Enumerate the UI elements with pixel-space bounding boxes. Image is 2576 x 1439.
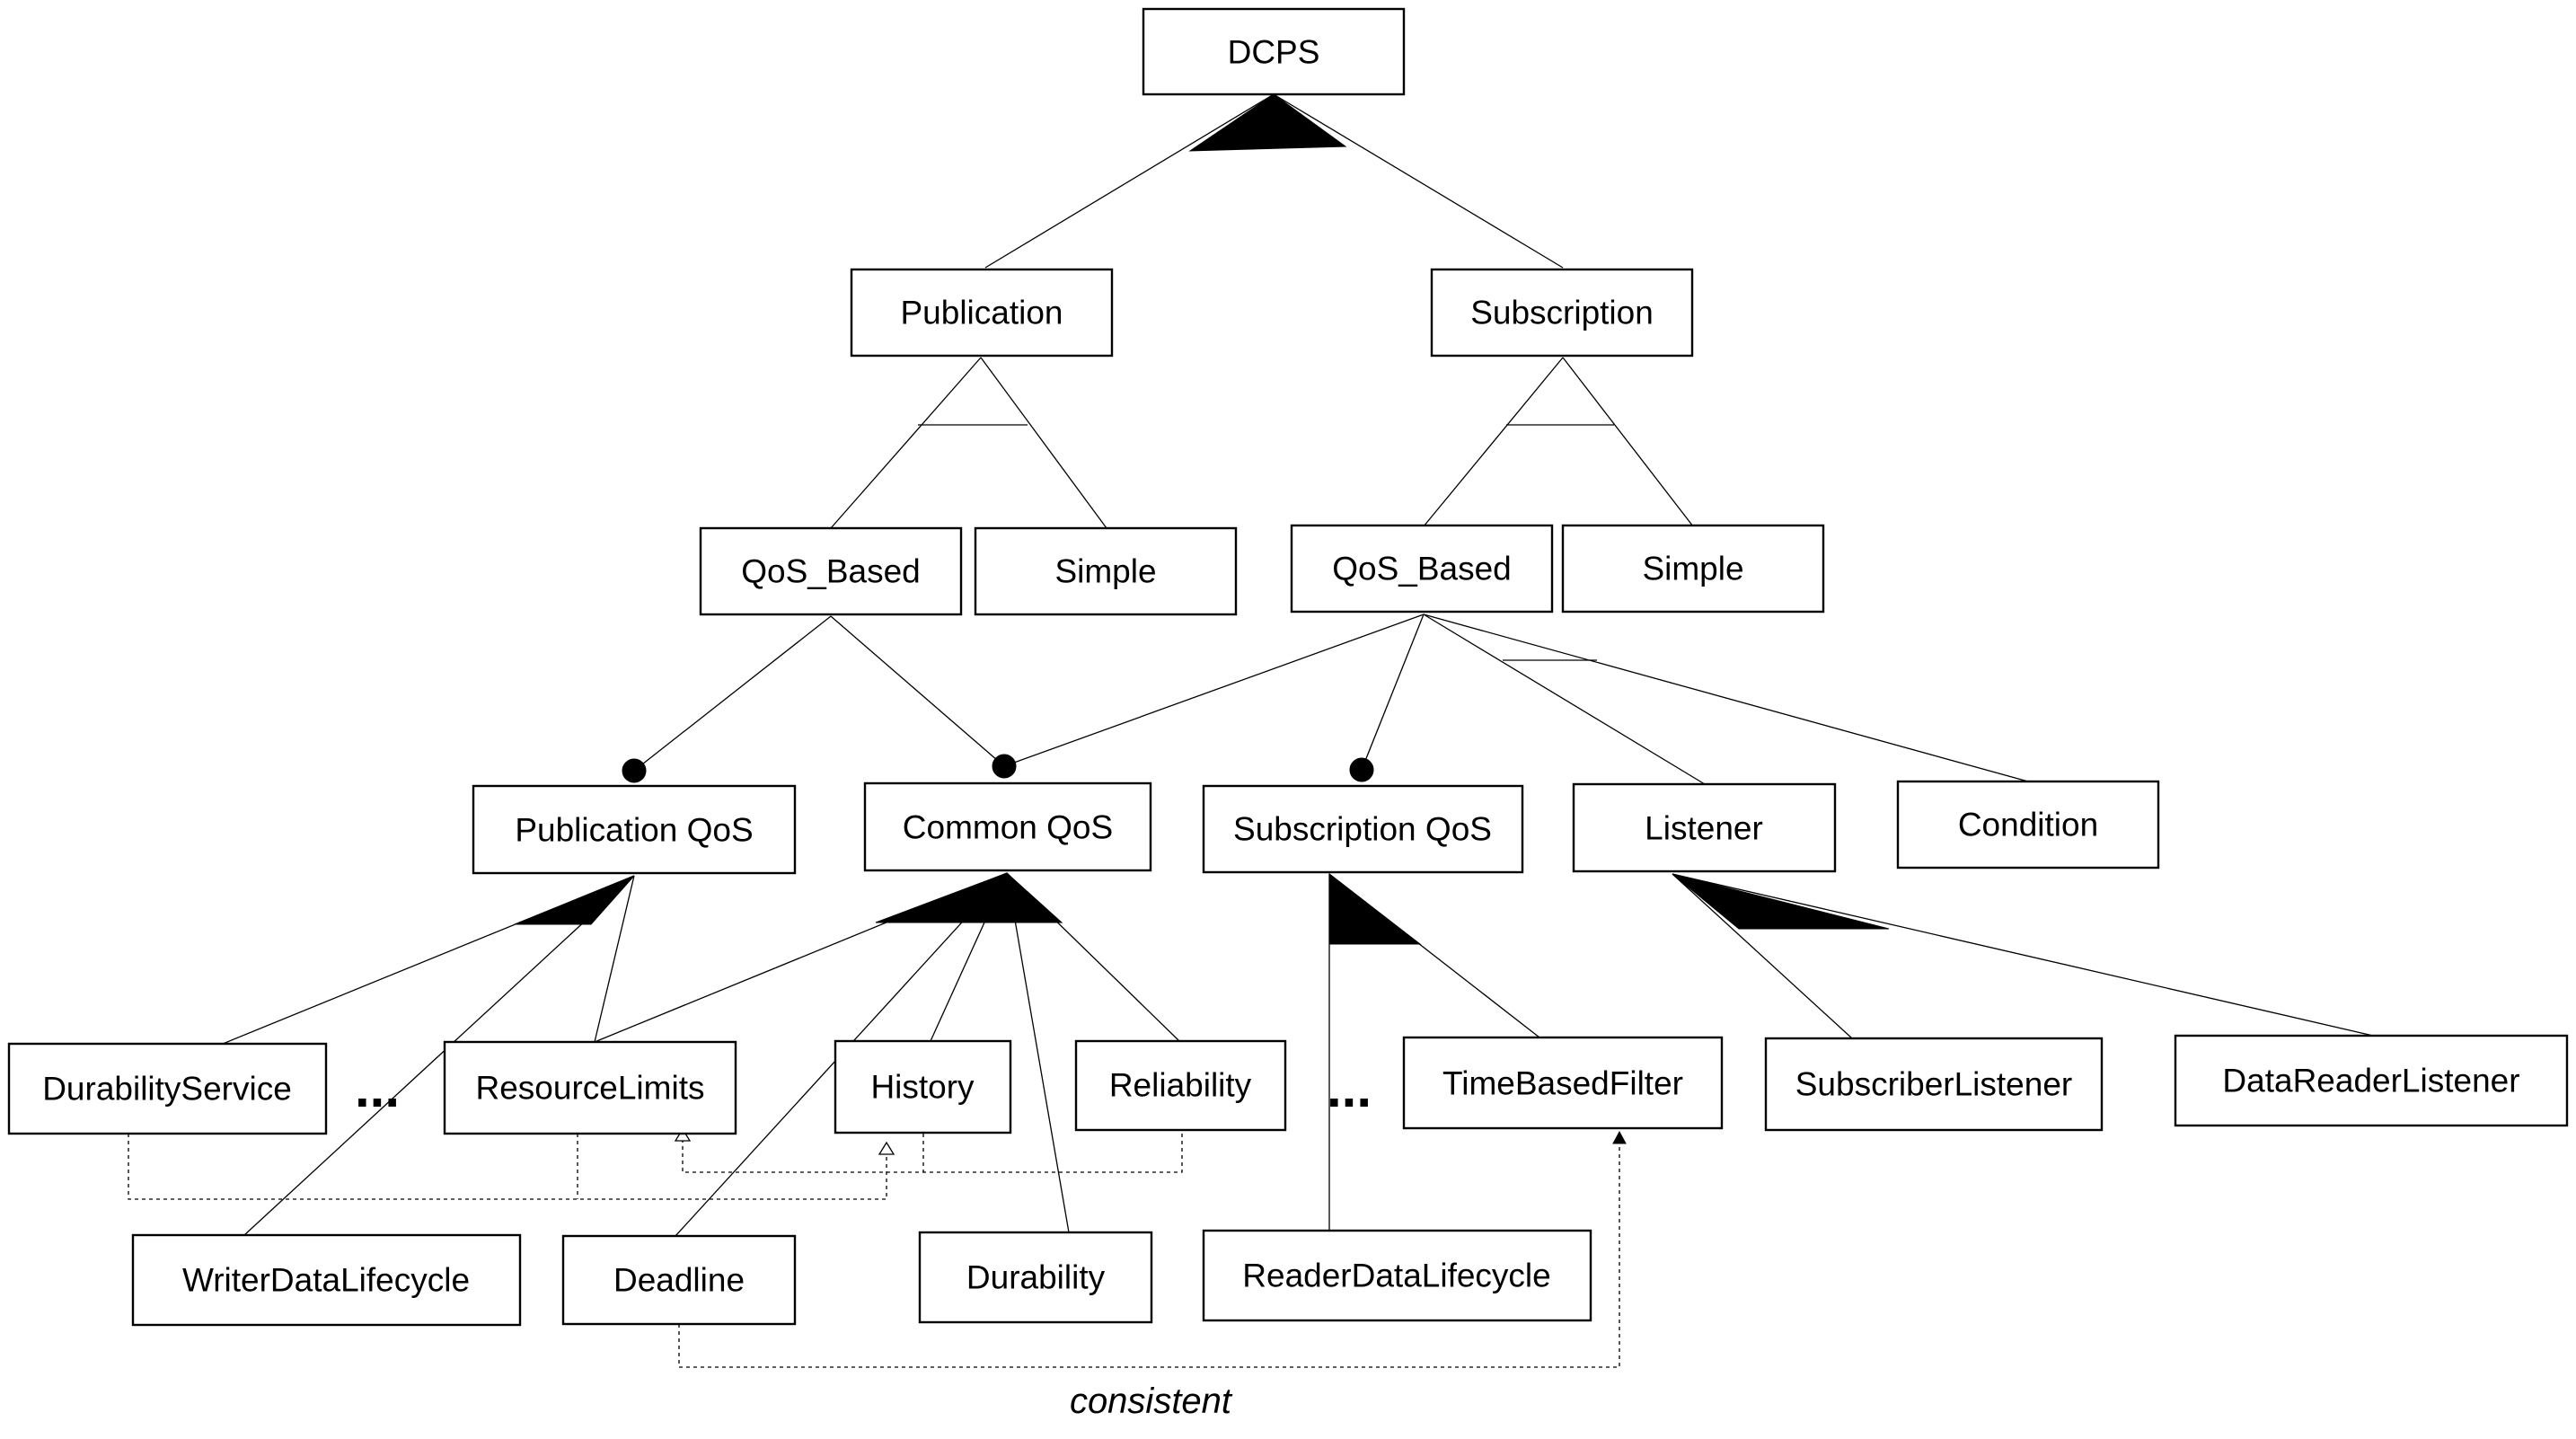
edges-subscription (1423, 357, 1694, 527)
node-durability[interactable]: Durability (918, 1231, 1153, 1324)
node-condition[interactable]: Condition (1896, 780, 2160, 870)
node-publication-qos[interactable]: Publication QoS (472, 784, 797, 875)
node-durability-service[interactable]: DurabilityService (7, 1042, 328, 1135)
node-resource-limits[interactable]: ResourceLimits (443, 1040, 737, 1135)
edges-sub-qos-based (992, 614, 2029, 785)
mandatory-marker (992, 754, 1017, 779)
node-label: Condition (1958, 807, 2098, 843)
edges-subscription-qos (1328, 872, 1540, 1231)
node-label: ReaderDataLifecycle (1242, 1258, 1550, 1294)
and-group-marker (514, 875, 635, 925)
node-reader-data-lifecycle[interactable]: ReaderDataLifecycle (1202, 1229, 1592, 1322)
node-label: Listener (1645, 810, 1763, 847)
arrow-head (1612, 1130, 1627, 1144)
node-label: QoS_Based (741, 553, 921, 590)
node-label: SubscriberListener (1795, 1066, 2072, 1103)
node-history[interactable]: History (834, 1039, 1012, 1134)
node-label: WriterDataLifecycle (182, 1262, 470, 1299)
node-time-based-filter[interactable]: TimeBasedFilter (1402, 1036, 1724, 1130)
node-label: Durability (966, 1259, 1106, 1296)
node-writer-data-lifecycle[interactable]: WriterDataLifecycle (131, 1233, 522, 1327)
constraint-label: consistent (1070, 1382, 1233, 1421)
node-label: DataReaderListener (2222, 1063, 2519, 1099)
node-reliability[interactable]: Reliability (1074, 1039, 1287, 1132)
arrow-head (674, 1127, 692, 1142)
ellipsis-subscription-qos: ... (1327, 1058, 1372, 1118)
node-subscription[interactable]: Subscription (1430, 268, 1694, 358)
node-data-reader-listener[interactable]: DataReaderListener (2174, 1034, 2569, 1127)
and-group-marker (1328, 872, 1422, 945)
node-label: Reliability (1109, 1067, 1252, 1104)
node-label: DurabilityService (42, 1071, 292, 1108)
ellipsis-publication-qos: ... (355, 1058, 400, 1118)
arrow-head (878, 1141, 895, 1155)
node-pub-qos-based[interactable]: QoS_Based (699, 526, 963, 616)
node-publication[interactable]: Publication (850, 268, 1114, 358)
node-label: Subscription (1470, 295, 1654, 331)
node-label: TimeBasedFilter (1442, 1065, 1683, 1102)
node-label: Simple (1054, 553, 1156, 590)
constraint-lines (128, 1127, 1627, 1368)
node-label: DCPS (1228, 34, 1320, 71)
node-label: Common QoS (903, 809, 1113, 846)
mandatory-marker (1349, 757, 1374, 782)
node-dcps[interactable]: DCPS (1142, 7, 1406, 96)
mandatory-marker (622, 758, 647, 783)
node-label: Simple (1642, 551, 1743, 587)
node-sub-qos-based[interactable]: QoS_Based (1290, 524, 1554, 614)
edges-publication (830, 357, 1107, 529)
node-label: History (870, 1069, 975, 1106)
node-subscriber-listener[interactable]: SubscriberListener (1764, 1037, 2104, 1132)
node-common-qos[interactable]: Common QoS (863, 781, 1152, 872)
and-group-marker (1672, 873, 1890, 930)
node-label: Deadline (613, 1262, 745, 1299)
node-label: Subscription QoS (1233, 811, 1492, 848)
node-label: QoS_Based (1332, 551, 1512, 587)
node-label: Publication QoS (515, 812, 753, 849)
node-sub-simple[interactable]: Simple (1561, 524, 1825, 614)
node-label: ResourceLimits (476, 1070, 705, 1107)
and-group-marker (1188, 93, 1347, 152)
edges-listener (1672, 873, 2374, 1039)
node-pub-simple[interactable]: Simple (974, 526, 1238, 616)
and-group-marker (875, 872, 1063, 923)
edges-publication-qos (222, 875, 635, 1236)
node-subscription-qos[interactable]: Subscription QoS (1202, 784, 1524, 874)
node-deadline[interactable]: Deadline (561, 1234, 797, 1326)
edges-pub-qos-based (622, 615, 1005, 783)
node-label: Publication (900, 295, 1063, 331)
node-listener[interactable]: Listener (1572, 782, 1837, 873)
edges-dcps (984, 93, 1564, 269)
